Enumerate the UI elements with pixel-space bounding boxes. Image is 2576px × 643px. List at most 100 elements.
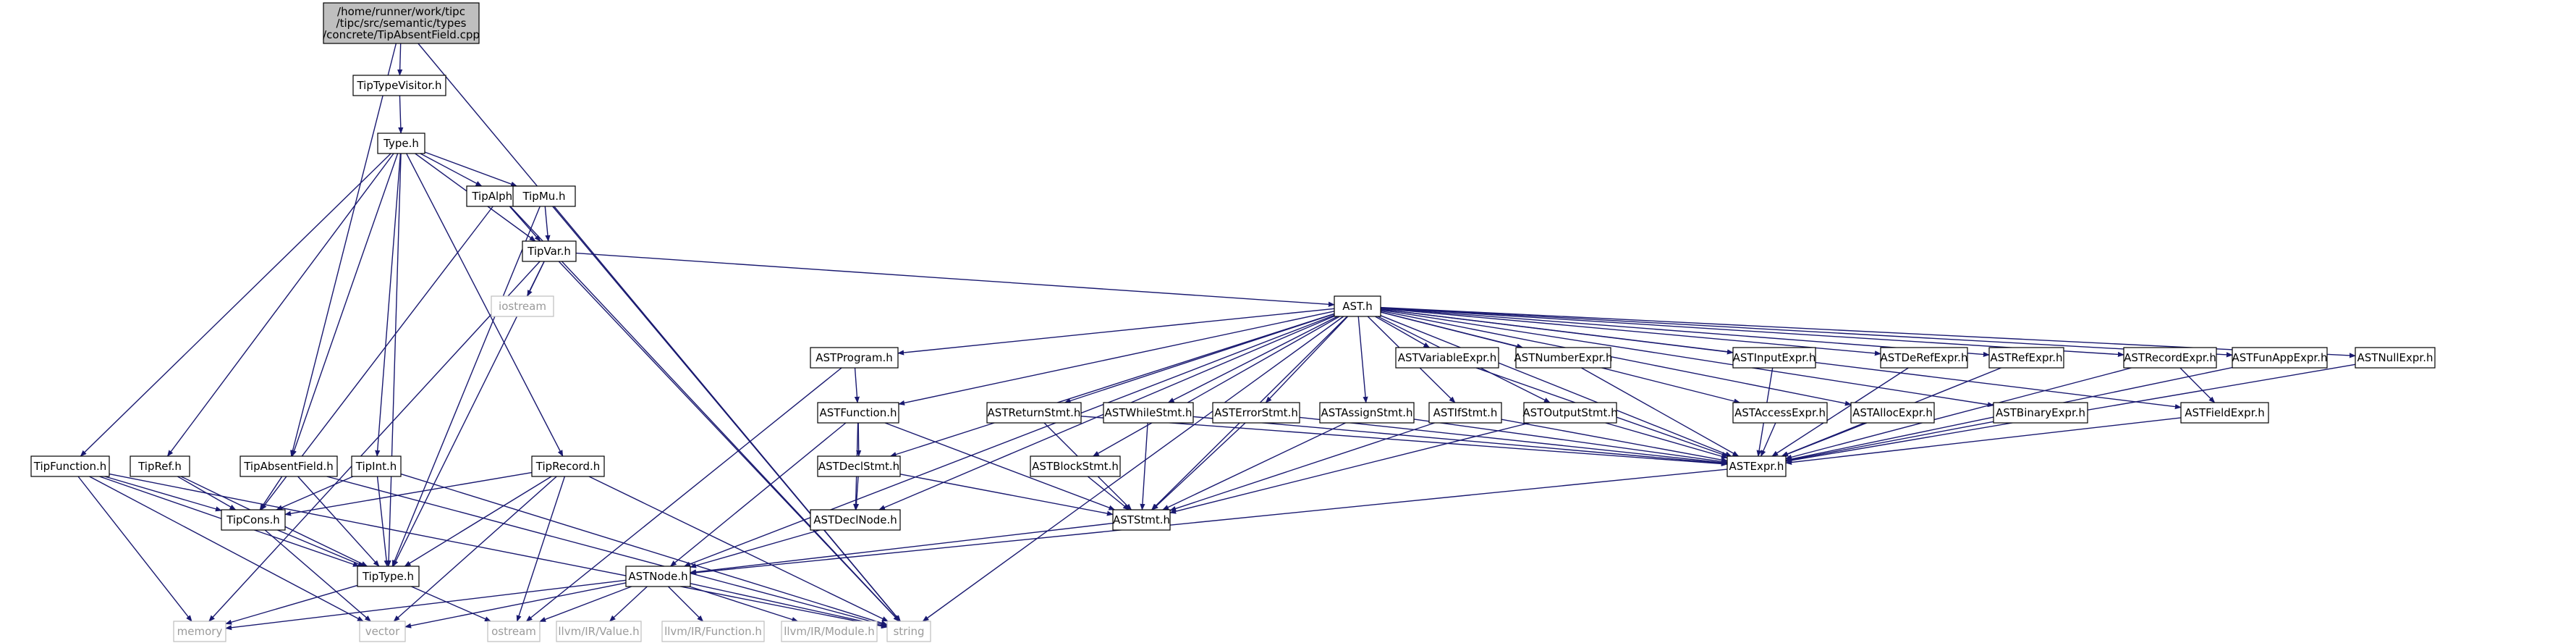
- edge-tipfunc-to-string: [109, 473, 888, 629]
- edge-tipabsent-to-tipcons: [259, 476, 283, 510]
- node-errorstmt[interactable]: ASTErrorStmt.h: [1212, 402, 1300, 424]
- node-root[interactable]: /home/runner/work/tipc/tipc/src/semantic…: [323, 2, 480, 44]
- edge-errorstmt-to-expr: [1299, 416, 1728, 466]
- node-llvmvalue[interactable]: llvm/IR/Value.h: [556, 621, 642, 642]
- node-tiprecord[interactable]: TipRecord.h: [531, 455, 605, 477]
- node-label: ASTNode.h: [628, 570, 687, 583]
- node-box: [352, 75, 446, 96]
- node-box: [30, 455, 110, 477]
- node-label: TipCons.h: [226, 513, 280, 526]
- node-iostream[interactable]: iostream: [491, 295, 554, 317]
- node-box: [323, 2, 480, 44]
- node-program[interactable]: ASTProgram.h: [810, 347, 899, 369]
- node-whilestmt[interactable]: ASTWhileStmt.h: [1103, 402, 1194, 424]
- node-box: [2355, 347, 2436, 369]
- edge-binexpr-to-expr: [1785, 421, 1994, 463]
- node-type[interactable]: Type.h: [377, 133, 425, 154]
- node-label: vector: [365, 625, 400, 638]
- edge-stmt-to-node: [690, 522, 1114, 575]
- node-ifstmt[interactable]: ASTIfStmt.h: [1428, 402, 1502, 424]
- edge-type-to-tiprecord: [406, 153, 564, 457]
- edge-ast-to-program: [897, 308, 1335, 356]
- node-tipcons[interactable]: TipCons.h: [221, 509, 286, 531]
- edge-ast-to-expr: [1380, 315, 1732, 457]
- node-box: [1395, 347, 1499, 369]
- node-label: ASTAssignStmt.h: [1321, 406, 1412, 419]
- node-declstmt[interactable]: ASTDeclStmt.h: [817, 455, 901, 477]
- node-accessexpr[interactable]: ASTAccessExpr.h: [1732, 402, 1828, 424]
- node-stmt[interactable]: ASTStmt.h: [1112, 509, 1171, 531]
- node-box: [1726, 455, 1787, 477]
- edge-node-to-llvmvalue: [609, 586, 648, 622]
- node-box: [130, 455, 190, 477]
- node-llvmfunc[interactable]: llvm/IR/Function.h: [661, 621, 765, 642]
- node-box: [1988, 347, 2064, 369]
- node-box: [1880, 347, 1968, 369]
- node-funappexpr[interactable]: ASTFunAppExpr.h: [2232, 347, 2328, 369]
- node-numexpr[interactable]: ASTNumberExpr.h: [1514, 347, 1613, 369]
- node-mu[interactable]: TipMu.h: [512, 185, 576, 207]
- node-blockstmt[interactable]: ASTBlockStmt.h: [1030, 455, 1121, 477]
- node-tipint[interactable]: TipInt.h: [351, 455, 402, 477]
- edge-type-to-tiptype: [386, 153, 402, 567]
- edge-tipint-to-tiptype: [376, 476, 389, 567]
- node-tipfunc[interactable]: TipFunction.h: [30, 455, 110, 477]
- edge-tipabsent-to-string: [326, 476, 888, 627]
- node-box: [351, 455, 402, 477]
- node-tipref[interactable]: TipRef.h: [130, 455, 190, 477]
- edge-tipint-to-string: [400, 473, 888, 626]
- node-label: ASTRecordExpr.h: [2124, 351, 2216, 364]
- node-returnstmt[interactable]: ASTReturnStmt.h: [986, 402, 1082, 424]
- node-box: [357, 566, 420, 587]
- node-vector[interactable]: vector: [359, 621, 406, 642]
- node-allocexpr[interactable]: ASTAllocExpr.h: [1850, 402, 1935, 424]
- node-label: llvm/IR/Value.h: [558, 625, 639, 638]
- edge-ast-to-varexpr: [1375, 316, 1431, 348]
- node-label: TipInt.h: [355, 460, 397, 473]
- node-tipabsent[interactable]: TipAbsentField.h: [240, 455, 338, 477]
- node-box: [1319, 402, 1415, 424]
- node-box: [625, 566, 691, 587]
- node-box: [1212, 402, 1300, 424]
- node-label: TipAbsentField.h: [243, 460, 334, 473]
- node-expr[interactable]: ASTExpr.h: [1726, 455, 1787, 477]
- node-recexpr[interactable]: ASTRecordExpr.h: [2123, 347, 2217, 369]
- node-var[interactable]: TipVar.h: [522, 240, 577, 262]
- node-binexpr[interactable]: ASTBinaryExpr.h: [1993, 402, 2088, 424]
- edge-ast-to-recexpr: [1380, 307, 2124, 358]
- node-refexpr[interactable]: ASTRefExpr.h: [1988, 347, 2064, 369]
- edge-whilestmt-to-stmt: [1140, 422, 1148, 510]
- node-varexpr[interactable]: ASTVariableExpr.h: [1395, 347, 1499, 369]
- edge-function-to-declstmt: [856, 422, 862, 457]
- node-function[interactable]: ASTFunction.h: [817, 402, 899, 424]
- node-string[interactable]: string: [886, 621, 931, 642]
- node-label: llvm/IR/Module.h: [784, 625, 875, 638]
- edge-fieldexpr-to-expr: [1785, 417, 2182, 466]
- edge-ast-to-string: [922, 316, 1344, 622]
- node-derefexpr[interactable]: ASTDeRefExpr.h: [1880, 347, 1968, 369]
- node-ast[interactable]: AST.h: [1334, 295, 1381, 317]
- node-fieldexpr[interactable]: ASTFieldExpr.h: [2180, 402, 2269, 424]
- edge-var-to-ast: [575, 252, 1335, 307]
- nodes-layer: /home/runner/work/tipc/tipc/src/semantic…: [30, 2, 2436, 642]
- node-box: [1993, 402, 2088, 424]
- node-visitor[interactable]: TipTypeVisitor.h: [352, 75, 446, 96]
- node-tiptype[interactable]: TipType.h: [357, 566, 420, 587]
- node-box: [377, 133, 425, 154]
- node-label: TipRef.h: [137, 460, 182, 473]
- node-declnode[interactable]: ASTDeclNode.h: [810, 509, 901, 531]
- node-ostream[interactable]: ostream: [487, 621, 541, 642]
- edge-recexpr-to-expr: [1785, 367, 2132, 460]
- node-label: AST.h: [1342, 300, 1372, 313]
- node-memory[interactable]: memory: [173, 621, 226, 642]
- node-node[interactable]: ASTNode.h: [625, 566, 691, 587]
- node-nullexpr[interactable]: ASTNullExpr.h: [2355, 347, 2436, 369]
- node-assignstmt[interactable]: ASTAssignStmt.h: [1319, 402, 1415, 424]
- node-box: [1515, 347, 1611, 369]
- node-inputexpr[interactable]: ASTInputExpr.h: [1732, 347, 1816, 369]
- edge-tiprecord-to-vector: [393, 476, 557, 622]
- node-llvmmodule[interactable]: llvm/IR/Module.h: [781, 621, 878, 642]
- edge-ifstmt-to-stmt: [1169, 422, 1435, 511]
- node-outputstmt[interactable]: ASTOutputStmt.h: [1522, 402, 1618, 424]
